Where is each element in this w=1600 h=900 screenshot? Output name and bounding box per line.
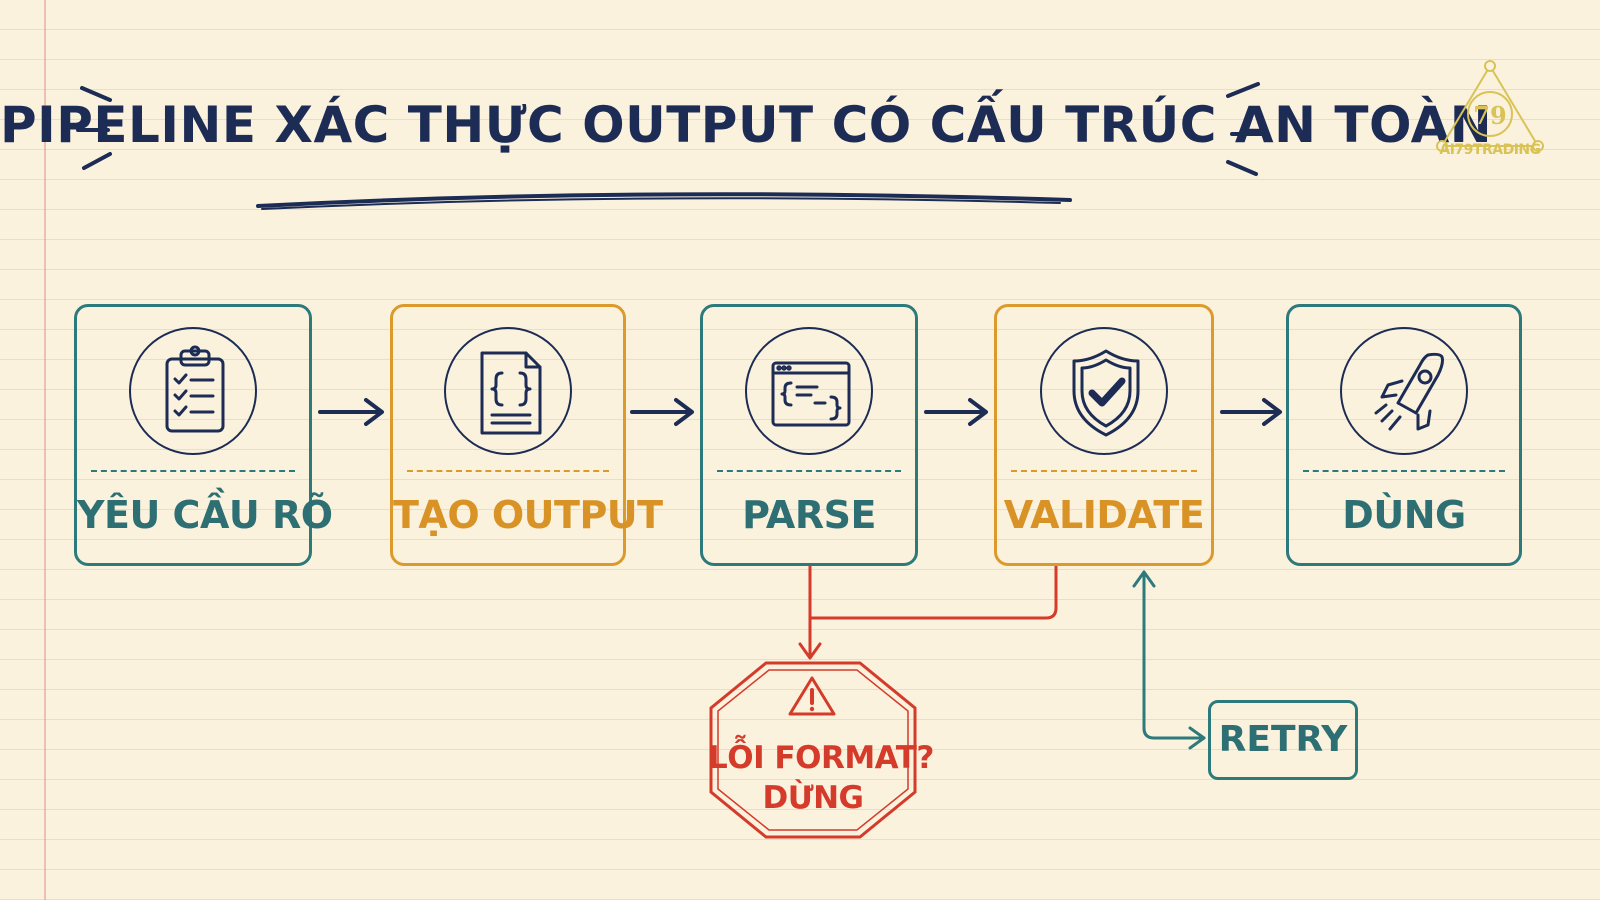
- retry-path: [1132, 570, 1206, 750]
- logo-text: AI79TRADING: [1439, 142, 1541, 158]
- step-label: VALIDATE: [1003, 493, 1205, 537]
- step-validate: VALIDATE: [994, 304, 1214, 566]
- step-tao-output: TẠO OUTPUT: [390, 304, 663, 566]
- error-label-line1: LỖI FORMAT?: [708, 740, 934, 776]
- step-label: DÙNG: [1342, 493, 1466, 537]
- error-stop-sign: [709, 661, 917, 839]
- arrow-step2-to-step3: [630, 398, 694, 426]
- shield-check-icon: [1040, 327, 1168, 455]
- clipboard-checklist-icon: [129, 327, 257, 455]
- page-title: PIPELINE XÁC THỰC OUTPUT CÓ CẤU TRÚC AN …: [0, 96, 1493, 154]
- step-label: PARSE: [742, 493, 876, 537]
- error-path: [798, 564, 1058, 660]
- arrow-step3-to-step4: [924, 398, 988, 426]
- title-decoration: [76, 82, 1264, 210]
- step-divider: [407, 470, 609, 472]
- code-window-icon: [745, 327, 873, 455]
- step-parse: PARSE: [700, 304, 918, 566]
- warning-icon: [788, 676, 836, 716]
- logo-number: 79: [1473, 101, 1506, 130]
- step-yeu-cau-ro: YÊU CẦU RÕ: [74, 304, 333, 566]
- step-divider: [91, 470, 295, 472]
- step-label: YÊU CẦU RÕ: [77, 493, 333, 537]
- step-dung: DÙNG: [1286, 304, 1522, 566]
- arrow-step4-to-step5: [1220, 398, 1282, 426]
- step-divider: [1303, 470, 1505, 472]
- error-label-line2: DỪNG: [762, 780, 864, 816]
- step-label: TẠO OUTPUT: [393, 493, 663, 537]
- logo-mark: 79: [1436, 60, 1544, 152]
- json-document-icon: [444, 327, 572, 455]
- step-divider: [1011, 470, 1197, 472]
- retry-box: RETRY: [1208, 700, 1358, 780]
- notebook-margin-line: [44, 0, 46, 900]
- step-divider: [717, 470, 901, 472]
- arrow-step1-to-step2: [318, 398, 384, 426]
- rocket-icon: [1340, 327, 1468, 455]
